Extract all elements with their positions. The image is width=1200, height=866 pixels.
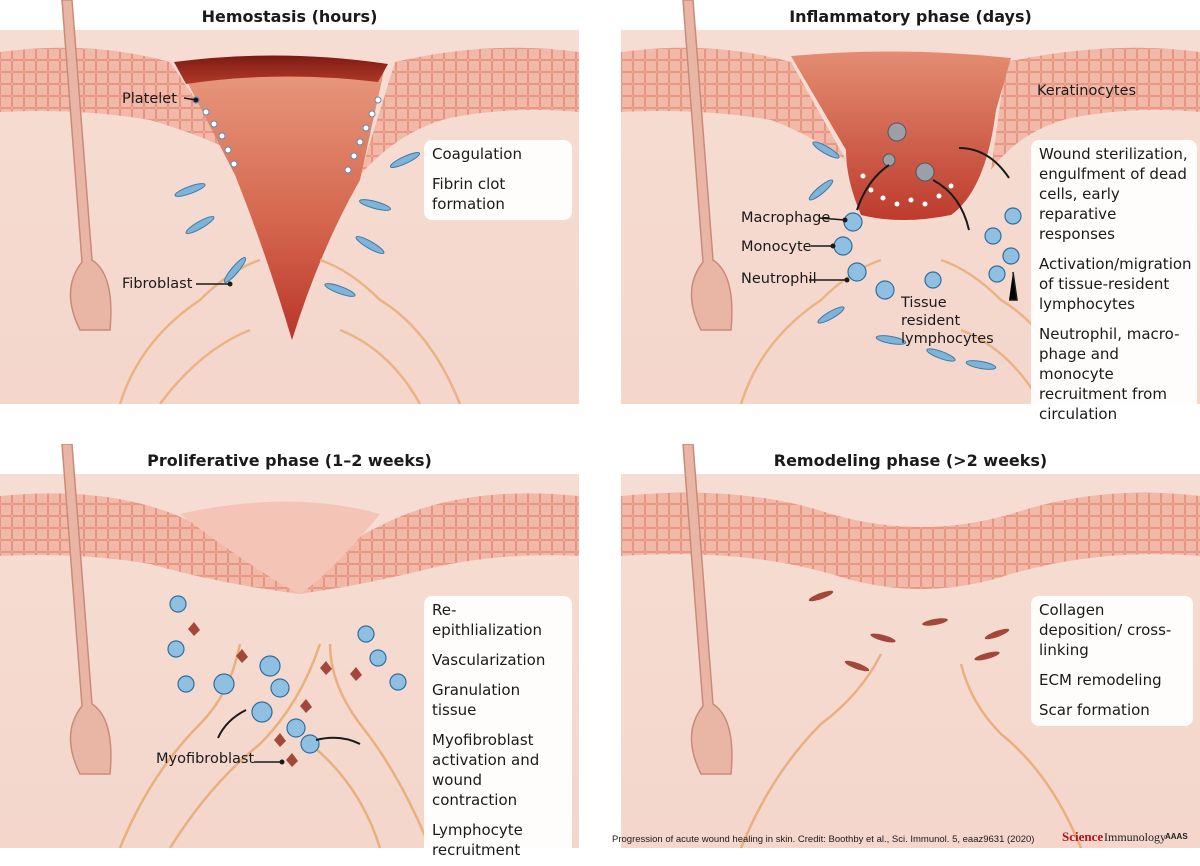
info-box: Re-epithlialization Vascularization Gran… xyxy=(424,596,572,866)
panel-proliferative: Proliferative phase (1–2 weeks) Myofibro… xyxy=(0,444,579,866)
brand-immunology: Immunology xyxy=(1104,830,1166,844)
contraction-arrows xyxy=(217,709,361,745)
epidermis-right xyxy=(360,47,579,175)
hair-follicle xyxy=(61,444,112,775)
myofibroblasts xyxy=(188,622,362,767)
brand-science: Science xyxy=(1062,829,1104,844)
info-item: Fibrin clot formation xyxy=(432,175,506,213)
info-box: Wound sterilization, engulfment of dead … xyxy=(1031,140,1197,430)
panel-remodeling: Remodeling phase (>2 weeks) Collagen dep… xyxy=(621,444,1200,848)
epidermis-right xyxy=(991,47,1200,170)
scab xyxy=(174,55,388,84)
callout-dots xyxy=(830,217,850,283)
info-item: Activation/migration of tissue-resident … xyxy=(1039,255,1192,313)
fibroblasts xyxy=(808,141,997,370)
fibroblast-pointer-dot xyxy=(227,281,233,287)
info-item: Myofibroblast activation and wound contr… xyxy=(432,731,540,809)
fibroblasts xyxy=(174,152,421,297)
info-item: Neutrophil, macro-phage and monocyte rec… xyxy=(1039,325,1180,423)
platelet-pointer-dot xyxy=(193,97,199,103)
panel-title: Remodeling phase (>2 weeks) xyxy=(773,451,1048,470)
hair-follicle xyxy=(61,0,112,331)
callout-monocyte: Monocyte xyxy=(741,239,812,255)
epidermis-left xyxy=(0,47,230,150)
info-item: ECM remodeling xyxy=(1039,671,1162,689)
dead-cells xyxy=(860,173,954,207)
brand-aaas: AAAS xyxy=(1165,832,1188,841)
panel-title: Proliferative phase (1–2 weeks) xyxy=(147,451,432,470)
panel-title: Inflammatory phase (days) xyxy=(789,7,1032,26)
callout-myofibroblast: Myofibroblast xyxy=(156,751,255,767)
info-item: Re-epithlialization xyxy=(432,601,542,639)
info-item: Wound sterilization, engulfment of dead … xyxy=(1039,145,1188,243)
info-item: Collagen deposition/ cross-linking xyxy=(1039,601,1172,659)
epidermis-left xyxy=(621,47,846,160)
info-box: Collagen deposition/ cross-linking ECM r… xyxy=(1031,596,1193,726)
blood-vessels xyxy=(739,653,1083,848)
panel-inflammatory: Inflammatory phase (days) Keratinocytes … xyxy=(621,0,1200,430)
callout-fibroblast: Fibroblast xyxy=(122,276,193,292)
info-item: Coagulation xyxy=(432,145,522,163)
epidermis xyxy=(621,492,1200,589)
fibroblasts xyxy=(808,590,1010,672)
new-epithelium xyxy=(180,501,380,594)
callout-tissue-resident-lymphocytes: Tissue resident lymphocytes xyxy=(901,295,994,347)
migration-arrows xyxy=(856,147,1010,231)
figure-caption: Progression of acute wound healing in sk… xyxy=(612,834,1035,845)
info-item: Scar formation xyxy=(1039,701,1150,719)
hair-follicle xyxy=(682,0,733,331)
panel-title: Hemostasis (hours) xyxy=(201,7,378,26)
callout-pointers xyxy=(809,217,1018,301)
callout-keratinocytes: Keratinocytes xyxy=(1037,83,1137,99)
info-item: Vascularization xyxy=(432,651,546,669)
fibrin-clot xyxy=(178,59,385,340)
macrophages-in-wound xyxy=(882,122,935,182)
epidermis-right xyxy=(300,493,579,594)
panel-hemostasis: Hemostasis (hours) Platelet Fibroblast C… xyxy=(0,0,579,404)
callout-neutrophil: Neutrophil xyxy=(741,271,817,287)
info-item: Granulation tissue xyxy=(432,681,521,719)
callout-platelet: Platelet xyxy=(122,91,177,107)
hair-follicle xyxy=(682,444,733,775)
lymphocytes xyxy=(167,595,407,754)
info-box: Coagulation Fibrin clot formation xyxy=(424,140,572,220)
callout-macrophage: Macrophage xyxy=(741,210,831,226)
immune-cells xyxy=(833,207,1022,300)
myofibroblast-pointer-dot xyxy=(279,759,285,765)
info-item: Lymphocyte recruitment xyxy=(432,821,523,859)
